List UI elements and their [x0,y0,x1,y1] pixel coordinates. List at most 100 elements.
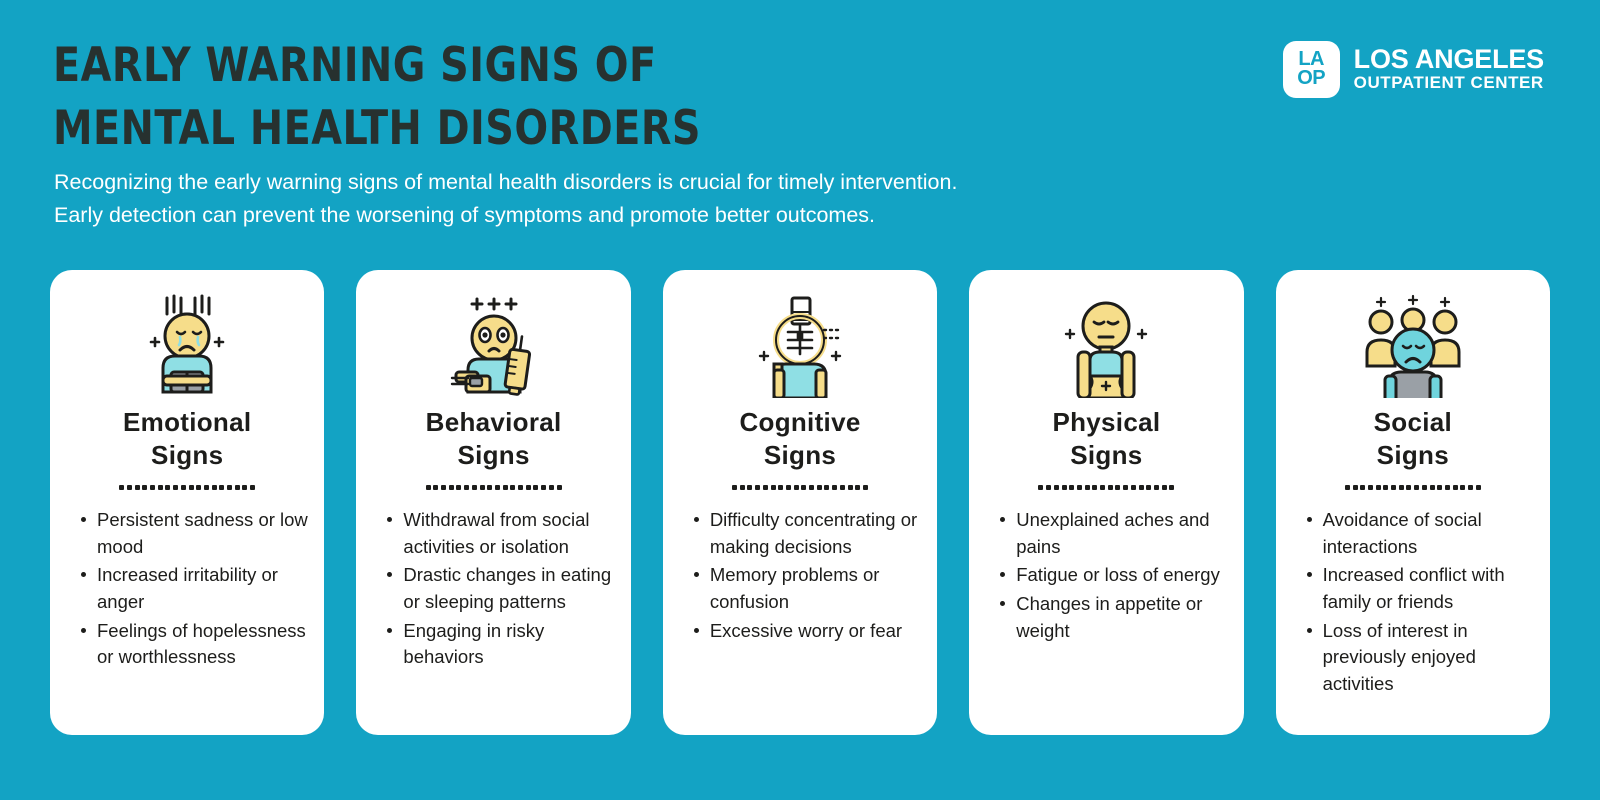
card-title-cognitive-signs: Cognitive Signs [677,406,923,471]
list-item: Increased irritability or anger [80,562,310,615]
divider-dot [157,485,163,490]
page-subtitle-line-2: Early detection can prevent the worsenin… [54,203,876,228]
divider-dot [847,485,853,490]
divider-dot [134,485,140,490]
dotted-divider [425,485,562,491]
list-item: Fatigue or loss of energy [999,562,1229,589]
page-subtitle-line-1: Recognizing the early warning signs of m… [54,170,958,194]
card-behavioral-signs[interactable]: Behavioral Signs Withdrawal from social … [356,270,631,735]
divider-dot [211,485,217,490]
divider-dot [119,485,125,490]
divider-dot [1475,485,1481,490]
divider-dot [556,485,562,490]
divider-dot [801,485,807,490]
tired-person-body-ache-icon [983,288,1229,400]
page-title: EARLY WARNING SIGNS OF MENTAL HEALTH DIS… [53,34,1087,161]
divider-dot [747,485,753,490]
bullet-list-social-signs: Avoidance of social interactions Increas… [1290,507,1536,697]
divider-dot [1115,485,1121,490]
divider-dot [1092,485,1098,490]
dotted-divider [1344,485,1481,491]
divider-dot [150,485,156,490]
card-title-physical-signs: Physical Signs [983,406,1229,471]
divider-dot [1429,485,1435,490]
divider-dot [448,485,454,490]
bullet-list-behavioral-signs: Withdrawal from social activities or iso… [370,507,616,671]
list-item: Loss of interest in previously enjoyed a… [1306,618,1536,698]
divider-dot [1383,485,1389,490]
divider-dot [1161,485,1167,490]
card-title-line-1: Physical [1052,407,1161,437]
list-item: Unexplained aches and pains [999,507,1229,560]
page-subtitle: Recognizing the early warning signs of m… [54,166,1254,233]
divider-dot [824,485,830,490]
list-item: Withdrawal from social activities or iso… [386,507,616,560]
logo-wordmark: LOS ANGELES OUTPATIENT CENTER [1353,44,1545,92]
divider-dot [755,485,761,490]
divider-dot [839,485,845,490]
divider-dot [1375,485,1381,490]
divider-dot [188,485,194,490]
divider-dot [525,485,531,490]
divider-dot [1038,485,1044,490]
divider-dot [1452,485,1458,490]
list-item: Engaging in risky behaviors [386,618,616,671]
divider-dot [1100,485,1106,490]
divider-dot [1153,485,1159,490]
divider-dot [1069,485,1075,490]
list-item: Increased conflict with family or friend… [1306,562,1536,615]
divider-dot [1169,485,1175,490]
list-item: Difficulty concentrating or making decis… [693,507,923,560]
divider-dot [219,485,225,490]
divider-dot [862,485,868,490]
divider-dot [250,485,256,490]
divider-dot [1367,485,1373,490]
page-title-line-2: MENTAL HEALTH DISORDERS [53,101,702,157]
group-isolation-icon [1290,288,1536,400]
signs-card-row: Emotional Signs Persistent sadness or lo… [50,270,1551,735]
divider-dot [1053,485,1059,490]
page-title-line-1: EARLY WARNING SIGNS OF [53,38,657,93]
card-physical-signs[interactable]: Physical Signs Unexplained aches and pai… [969,270,1244,735]
divider-dot [126,485,132,490]
card-title-line-2: Signs [151,439,224,470]
card-cognitive-signs[interactable]: Cognitive Signs Difficulty concentrating… [662,270,938,735]
divider-dot [1391,485,1397,490]
divider-dot [855,485,861,490]
divider-dot [1468,485,1474,490]
bullet-list-emotional-signs: Persistent sadness or low mood Increased… [64,507,310,671]
divider-dot [832,485,838,490]
divider-dot [1460,485,1466,490]
dotted-divider [732,485,868,491]
card-title-emotional-signs: Emotional Signs [64,406,310,471]
divider-dot [1437,485,1443,490]
list-item: Changes in appetite or weight [999,591,1229,644]
divider-dot [1061,485,1067,490]
divider-dot [739,485,745,490]
divider-dot [203,485,209,490]
divider-dot [510,485,516,490]
divider-dot [518,485,524,490]
divider-dot [1146,485,1152,490]
person-with-syringe-icon [370,288,616,400]
divider-dot [1352,485,1358,490]
brand-logo[interactable]: LA OP LOS ANGELES OUTPATIENT CENTER [1282,40,1545,98]
divider-dot [464,485,470,490]
divider-dot [494,485,500,490]
list-item: Excessive worry or fear [693,618,923,645]
card-social-signs[interactable]: Social Signs Avoidance of social interac… [1275,270,1551,735]
logo-name-line-1: LOS ANGELES [1353,44,1545,75]
divider-dot [180,485,186,490]
logo-name-line-2: OUTPATIENT CENTER [1353,72,1544,92]
divider-dot [1130,485,1136,490]
card-emotional-signs[interactable]: Emotional Signs Persistent sadness or lo… [50,270,325,735]
divider-dot [816,485,822,490]
card-title-behavioral-signs: Behavioral Signs [370,406,616,471]
card-title-line-1: Social [1373,407,1453,437]
divider-dot [1444,485,1450,490]
divider-dot [1421,485,1427,490]
list-item: Persistent sadness or low mood [80,507,310,560]
divider-dot [778,485,784,490]
divider-dot [471,485,477,490]
divider-dot [541,485,547,490]
